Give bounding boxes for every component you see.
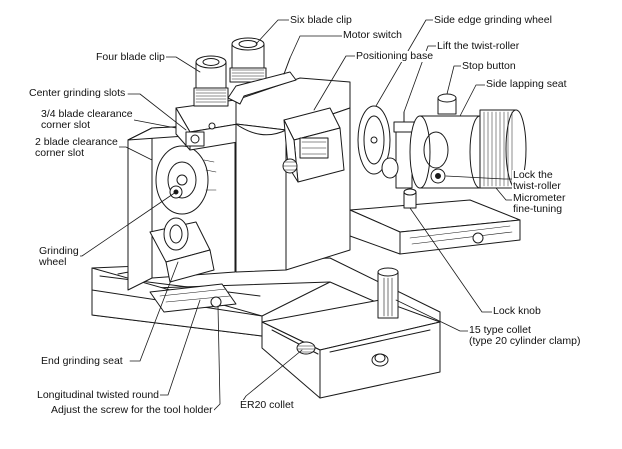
label-six-blade-clip: Six blade clip <box>289 14 353 26</box>
label-3-4-blade-clearance: 3/4 blade clearance corner slot <box>40 109 134 131</box>
label-four-blade-clip: Four blade clip <box>95 51 166 63</box>
label-2-blade-line1: 2 blade clearance <box>35 136 118 148</box>
label-grinding-wheel-line2: wheel <box>39 256 67 268</box>
label-2-blade-clearance: 2 blade clearance corner slot <box>34 137 119 159</box>
end-grinding-block <box>127 123 237 313</box>
label-positioning-base: Positioning base <box>355 50 435 62</box>
label-micrometer: Micrometer fine-tuning <box>512 193 567 215</box>
label-end-grinding-seat: End grinding seat <box>40 355 124 367</box>
label-side-lapping-seat: Side lapping seat <box>485 78 568 90</box>
label-3-4-blade-line2: corner slot <box>41 119 91 131</box>
label-stop-button: Stop button <box>461 60 517 72</box>
label-lift-twist-roller: Lift the twist-roller <box>436 40 521 52</box>
label-grinding-wheel: Grinding wheel <box>38 246 80 268</box>
label-15-type-collet: 15 type collet (type 20 cylinder clamp) <box>468 324 582 347</box>
label-adjust-screw: Adjust the screw for the tool holder <box>50 404 214 416</box>
side-lapping-assembly <box>349 93 527 255</box>
label-2-blade-line2: corner slot <box>35 147 85 159</box>
collet-drawer <box>261 267 441 399</box>
label-lock-twist-roller: Lock the twist-roller <box>512 170 562 192</box>
label-micrometer-line2: fine-tuning <box>513 203 563 215</box>
four-blade-clip <box>193 55 229 107</box>
label-3-4-blade-line1: 3/4 blade clearance <box>41 108 133 120</box>
label-lock-twist-line1: Lock the <box>513 169 553 181</box>
label-er20-collet: ER20 collet <box>239 399 295 411</box>
label-longitudinal-twisted-round: Longitudinal twisted round <box>36 389 161 401</box>
label-motor-switch: Motor switch <box>342 29 403 41</box>
label-15-collet-line2: (type 20 cylinder clamp) <box>469 335 581 347</box>
label-grinding-wheel-line1: Grinding <box>39 245 79 257</box>
label-lock-knob: Lock knob <box>492 305 542 317</box>
six-blade-clip <box>229 37 267 83</box>
label-micrometer-line1: Micrometer <box>513 192 566 204</box>
label-15-collet-line1: 15 type collet <box>469 324 531 336</box>
positioning-base <box>282 107 345 183</box>
label-lock-twist-line2: twist-roller <box>513 180 561 192</box>
label-center-grinding-slots: Center grinding slots <box>28 87 127 99</box>
label-side-edge-grinding-wheel: Side edge grinding wheel <box>433 14 553 26</box>
